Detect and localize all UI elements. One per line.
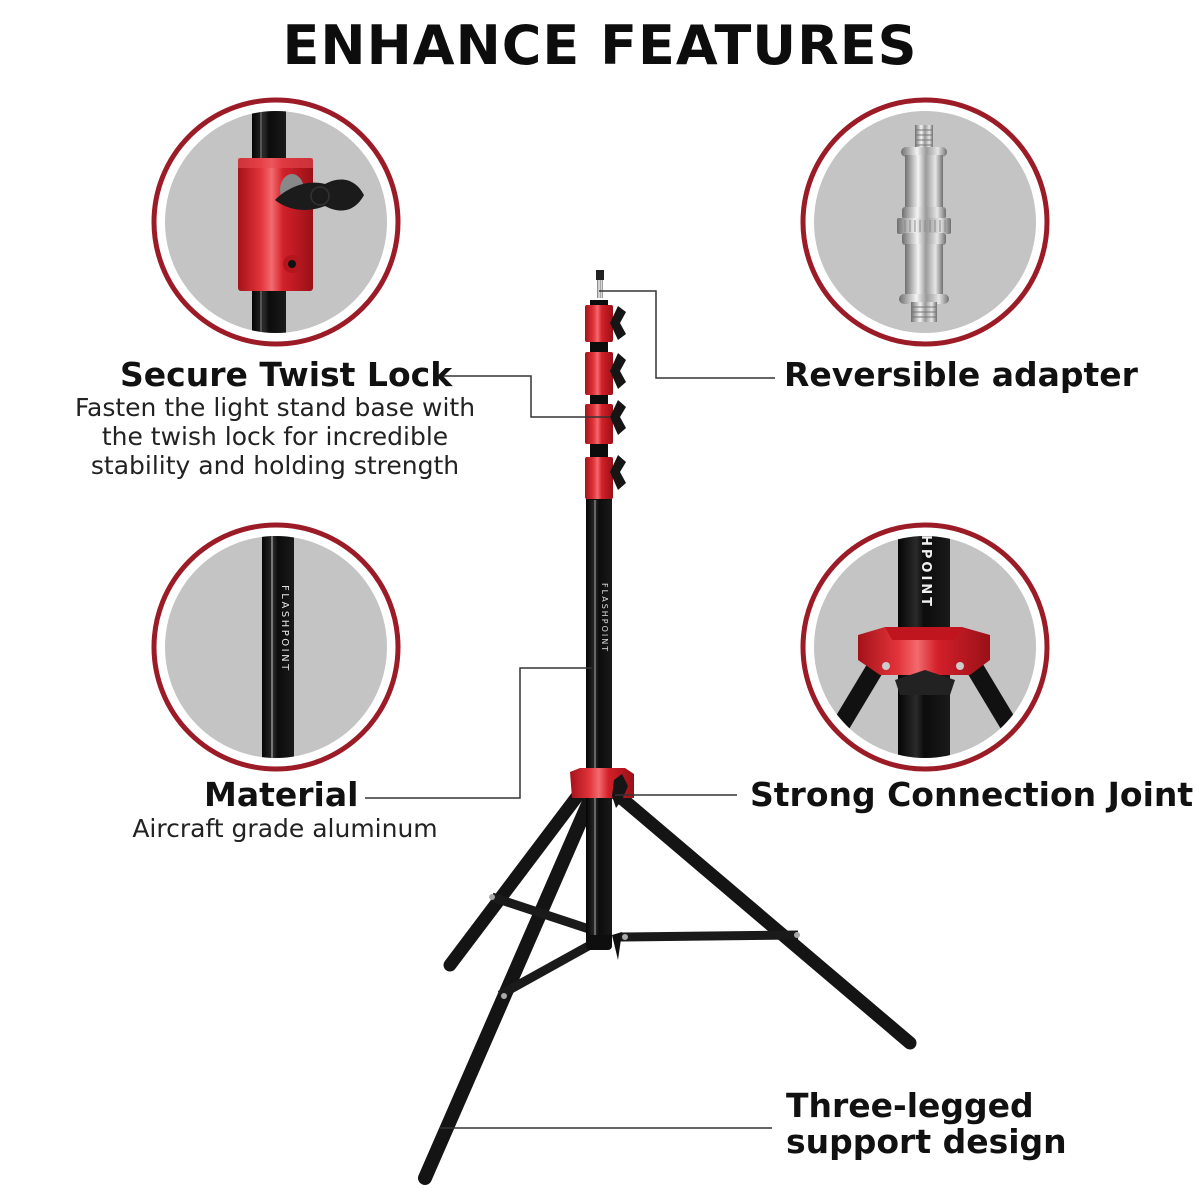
svg-text:HPOINT: HPOINT [918, 535, 933, 609]
material-connector-line [365, 667, 592, 799]
three-legged-title-line: support design [786, 1122, 1067, 1161]
page-title: ENHANCE FEATURES [282, 14, 918, 77]
material-title: Material [204, 775, 359, 814]
twist-lock-title: Secure Twist Lock [120, 355, 453, 394]
adapter-title: Reversible adapter [784, 355, 1138, 394]
adapter-connector-line [599, 290, 775, 379]
svg-text:FLASHPOINT: FLASHPOINT [600, 583, 609, 653]
twist-lock-description: Fasten the light stand base with the twi… [60, 393, 490, 480]
twist-lock-connector-line [443, 375, 610, 418]
connection-joint-detail-image: HPOINT [800, 522, 1050, 772]
material-detail-image: FLASHPOINT [151, 522, 401, 772]
tube-brand-text: FLASHPOINT [279, 585, 290, 673]
material-description: Aircraft grade aluminum [132, 814, 438, 843]
twist-lock-description-line: Fasten the light stand base with [74, 393, 476, 422]
twist-lock-description-line: the twish lock for incredible [101, 422, 449, 451]
reversible-adapter-detail-image [800, 97, 1050, 347]
three-legged-title: Three-legged support design [786, 1088, 1086, 1160]
twist-lock-description-line: stability and holding strength [90, 451, 460, 480]
callout-lines [365, 290, 775, 1129]
twist-lock-detail-image [151, 97, 401, 347]
connection-joint-title: Strong Connection Joint [750, 775, 1194, 814]
three-legged-title-line: Three-legged [786, 1086, 1034, 1125]
light-stand-illustration: FLASHPOINT [418, 270, 917, 1185]
